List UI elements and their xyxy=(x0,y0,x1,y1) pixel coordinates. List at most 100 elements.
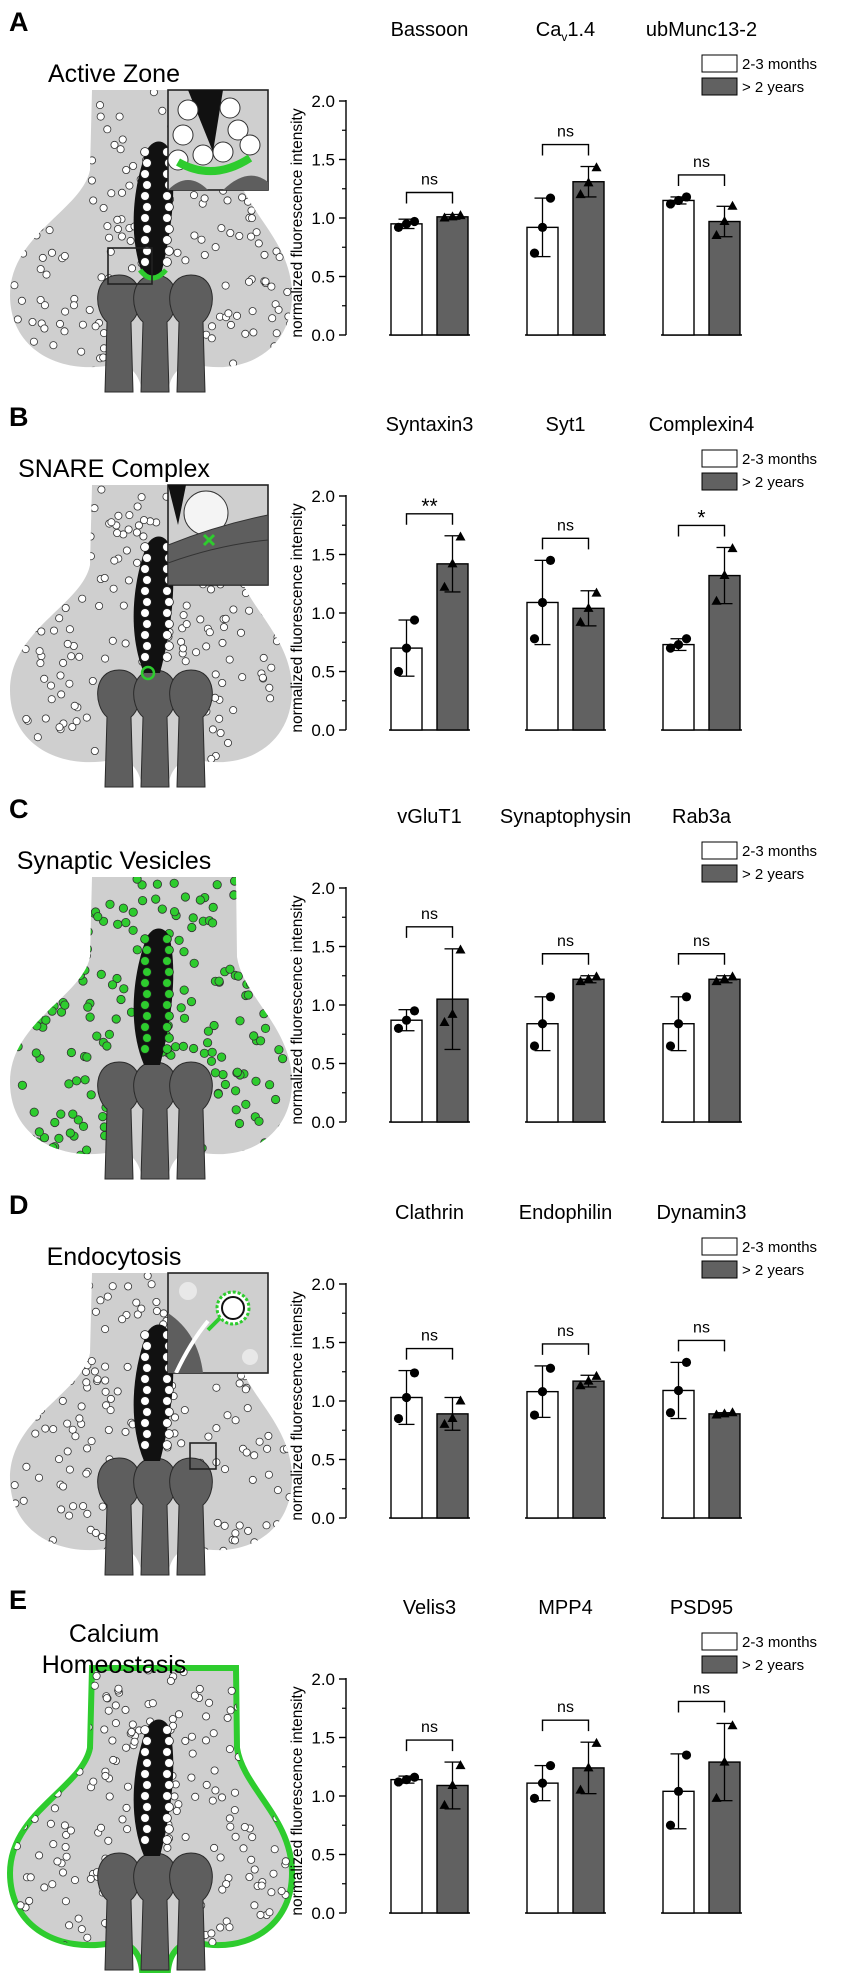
vesicle xyxy=(89,1777,98,1786)
vesicle xyxy=(65,1921,74,1930)
vesicle xyxy=(85,305,94,314)
vesicle xyxy=(114,511,123,520)
vesicle xyxy=(275,1671,284,1680)
ribbon-vesicle xyxy=(140,1374,150,1384)
vesicle xyxy=(19,1392,28,1401)
vesicle xyxy=(47,1343,56,1352)
vesicle xyxy=(35,223,44,232)
vesicle xyxy=(264,1700,273,1709)
vesicle xyxy=(105,899,115,909)
vesicle xyxy=(225,1745,234,1754)
vesicle xyxy=(83,1444,92,1453)
ribbon-vesicle xyxy=(140,147,150,157)
vesicle xyxy=(256,945,266,955)
vesicle xyxy=(273,920,283,930)
inset-dendrite xyxy=(168,1313,203,1373)
vesicle xyxy=(83,927,93,937)
ribbon-vesicle xyxy=(164,1802,174,1812)
vesicle xyxy=(226,1822,235,1831)
vesicle xyxy=(132,945,142,955)
vesicle xyxy=(240,1150,250,1160)
vesicle xyxy=(33,521,42,530)
ribbon-vesicle xyxy=(140,1396,150,1406)
vesicle xyxy=(213,1518,222,1527)
data-point-young xyxy=(529,634,540,644)
vesicle xyxy=(218,1070,228,1080)
vesicle xyxy=(55,723,64,732)
vesicle xyxy=(77,896,87,906)
vesicle xyxy=(79,913,89,923)
vesicle xyxy=(271,171,280,180)
vesicle xyxy=(43,531,52,540)
vesicle xyxy=(179,1668,188,1677)
vesicle xyxy=(221,614,230,623)
vesicle xyxy=(99,203,108,212)
vesicle xyxy=(219,623,228,632)
y-tick-label: 0.5 xyxy=(311,268,335,287)
vesicle xyxy=(34,1127,44,1137)
data-point-young xyxy=(673,1786,684,1796)
ribbon-vesicle xyxy=(164,989,174,999)
ribbon-vesicle xyxy=(142,641,152,651)
vesicle xyxy=(103,125,112,134)
y-axis-label: normalized fluorescence intensity xyxy=(289,108,306,337)
vesicle xyxy=(65,1465,74,1474)
vesicle xyxy=(56,1677,65,1686)
vesicle xyxy=(55,1455,64,1464)
vesicle xyxy=(102,1041,112,1051)
inset-vesicle xyxy=(239,134,261,156)
inset-vesicle xyxy=(177,99,199,121)
vesicle xyxy=(208,1796,217,1805)
vesicle xyxy=(274,305,283,314)
vesicle xyxy=(43,135,52,144)
legend-label-young: 2-3 months xyxy=(742,451,817,468)
inset-ribbon xyxy=(168,485,186,525)
bar-young xyxy=(662,643,695,731)
data-point-young xyxy=(401,1015,412,1025)
ribbon-vesicle xyxy=(164,945,174,955)
vesicle xyxy=(82,1469,91,1478)
ribbon-vesicle xyxy=(140,1791,150,1801)
vesicle xyxy=(22,758,31,767)
vesicle xyxy=(59,1868,68,1877)
vesicle xyxy=(60,251,69,260)
vesicle xyxy=(179,947,189,957)
vesicle xyxy=(98,1533,107,1542)
vesicle xyxy=(174,1800,183,1809)
vesicle xyxy=(32,231,41,240)
data-point-young xyxy=(545,555,556,565)
ribbon-vesicle xyxy=(162,1000,172,1010)
category-label-sub: v xyxy=(561,30,567,44)
significance-label: ** xyxy=(421,495,437,518)
vesicle xyxy=(263,1746,272,1755)
ribbon-vesicle xyxy=(140,1835,150,1845)
vesicle xyxy=(46,124,55,133)
data-point-old xyxy=(727,1720,738,1730)
vesicle xyxy=(276,1304,285,1313)
zoom-inset xyxy=(167,1272,269,1374)
vesicle xyxy=(106,1406,115,1415)
vesicle xyxy=(58,561,67,570)
data-point-old xyxy=(583,602,594,612)
ribbon-vesicle xyxy=(142,967,152,977)
vesicle xyxy=(83,1933,92,1942)
vesicle xyxy=(122,1803,131,1812)
data-point-young xyxy=(529,1793,540,1803)
vesicle xyxy=(97,1823,106,1832)
vesicle xyxy=(43,579,52,588)
vesicle xyxy=(32,1137,42,1147)
vesicle xyxy=(209,1020,219,1031)
inset-membrane xyxy=(174,1319,210,1373)
category-group: Cav1.4ns xyxy=(525,19,606,336)
significance-bracket xyxy=(405,1347,454,1360)
ribbon-vesicle xyxy=(164,1011,174,1021)
vesicle xyxy=(274,180,283,189)
vesicle xyxy=(272,329,281,338)
ribbon-vesicle xyxy=(162,1374,172,1384)
data-point-old xyxy=(439,1418,450,1428)
synapse-cartoon-E xyxy=(6,1665,296,1973)
data-point-young xyxy=(673,639,684,650)
vesicle xyxy=(72,717,81,726)
inset-content xyxy=(168,485,268,585)
